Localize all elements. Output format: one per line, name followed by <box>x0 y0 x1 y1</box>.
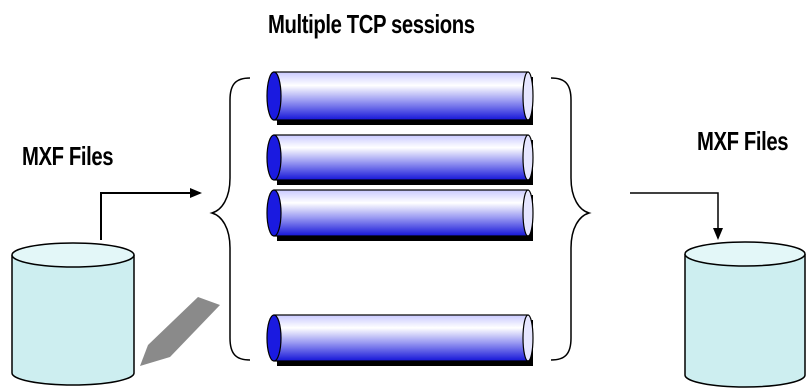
source-arrow <box>100 188 202 240</box>
source-database-icon <box>11 242 220 386</box>
tcp-session-pipe <box>266 134 534 185</box>
destination-files-label: MXF Files <box>697 126 789 156</box>
right-brace <box>550 77 592 361</box>
tcp-session-pipe <box>266 189 534 241</box>
destination-arrow <box>630 192 723 240</box>
diagram-title: Multiple TCP sessions <box>268 9 475 39</box>
tcp-session-pipe <box>266 71 534 125</box>
source-files-label: MXF Files <box>22 141 114 171</box>
left-brace <box>209 77 251 361</box>
tcp-session-pipe <box>266 314 534 366</box>
destination-database-icon <box>684 241 806 388</box>
database-shadow <box>140 297 220 366</box>
